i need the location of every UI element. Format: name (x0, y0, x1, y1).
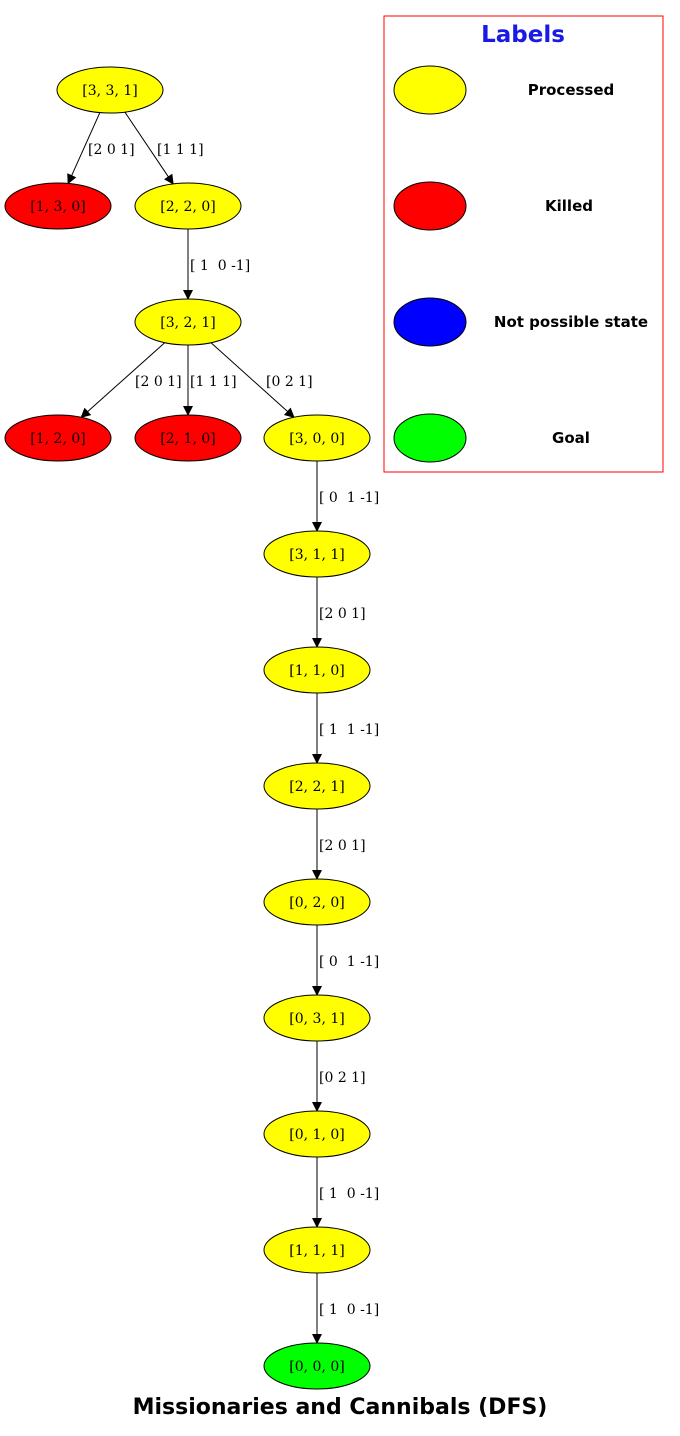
legend-swatch-goal (393, 413, 467, 463)
edge-arrow-n4-n5 (80, 342, 166, 418)
legend-label-processed: Processed (528, 81, 615, 99)
state-node-shape (134, 298, 242, 346)
legend-box: Labels Processed Killed Not possible sta… (383, 15, 664, 473)
legend-swatch-processed (393, 65, 467, 115)
edge-label-n12-n13: [0 2 1] (319, 1070, 366, 1086)
state-node-label: [3, 2, 1] (160, 315, 215, 331)
legend-label-goal: Goal (552, 429, 590, 447)
legend-swatch-not-possible (393, 297, 467, 347)
state-node-label: [3, 0, 0] (289, 431, 344, 447)
state-node-label: [1, 3, 0] (30, 199, 85, 215)
state-node-processed: [3, 1, 1] (263, 530, 371, 578)
state-node-shape (134, 182, 242, 230)
state-node-label: [2, 1, 0] (160, 431, 215, 447)
edge-label-n13-n14: [ 1 0 -1] (319, 1186, 379, 1202)
state-node-killed: [1, 2, 0] (4, 414, 112, 462)
edges-layer: [2 0 1] [1 1 1] [ 1 0 -1] [2 0 1] [1 1 1] [0 … (67, 111, 379, 1344)
state-node-processed: [3, 2, 1] (134, 298, 242, 346)
state-node-killed: [1, 3, 0] (4, 182, 112, 230)
state-node-shape (263, 1110, 371, 1158)
state-node-shape (263, 762, 371, 810)
edge-arrow-n1-n3 (124, 111, 174, 185)
edge-arrow-n4-n7 (210, 342, 295, 418)
state-node-processed: [0, 1, 0] (263, 1110, 371, 1158)
state-node-processed: [0, 3, 1] (263, 994, 371, 1042)
edge-label-n11-n12: [ 0 1 -1] (319, 954, 379, 970)
edge-label-n1-n3: [1 1 1] (157, 142, 204, 158)
state-node-label: [2, 2, 0] (160, 199, 215, 215)
state-node-shape (263, 646, 371, 694)
state-node-label: [1, 1, 0] (289, 663, 344, 679)
state-node-label: [1, 1, 1] (289, 1243, 344, 1259)
state-node-shape (263, 1342, 371, 1390)
edge-label-n4-n5: [2 0 1] (135, 374, 182, 390)
state-node-goal: [0, 0, 0] (263, 1342, 371, 1390)
nodes-layer: [3, 3, 1] [1, 3, 0] [2, 2, 0] [3, 2, 1] [1, … (4, 66, 371, 1390)
state-node-label: [0, 1, 0] (289, 1127, 344, 1143)
edge-label-n4-n7: [0 2 1] (266, 374, 313, 390)
state-node-processed: [1, 1, 0] (263, 646, 371, 694)
state-node-processed: [1, 1, 1] (263, 1226, 371, 1274)
state-node-processed: [3, 3, 1] (56, 66, 164, 114)
state-node-shape (4, 414, 112, 462)
state-node-label: [3, 3, 1] (82, 83, 137, 99)
state-node-processed: [2, 2, 1] (263, 762, 371, 810)
edge-label-n4-n6: [1 1 1] (190, 374, 237, 390)
legend-title: Labels (481, 22, 565, 48)
edge-label-n1-n2: [2 0 1] (88, 142, 135, 158)
state-node-shape (263, 994, 371, 1042)
edge-label-n8-n9: [2 0 1] (319, 606, 366, 622)
edge-label-n10-n11: [2 0 1] (319, 838, 366, 854)
edge-label-n7-n8: [ 0 1 -1] (319, 490, 379, 506)
legend-swatch-killed (393, 181, 467, 231)
legend-label-killed: Killed (545, 197, 593, 215)
state-node-shape (56, 66, 164, 114)
edge-label-n3-n4: [ 1 0 -1] (190, 258, 250, 274)
edge-arrow-n1-n2 (67, 112, 101, 185)
state-node-label: [0, 2, 0] (289, 895, 344, 911)
state-node-shape (134, 414, 242, 462)
state-node-label: [0, 3, 1] (289, 1011, 344, 1027)
state-node-label: [3, 1, 1] (289, 547, 344, 563)
state-node-shape (263, 530, 371, 578)
diagram-title: Missionaries and Cannibals (DFS) (133, 1395, 548, 1420)
state-node-processed: [0, 2, 0] (263, 878, 371, 926)
legend-label-not-possible: Not possible state (494, 313, 648, 331)
state-node-shape (4, 182, 112, 230)
state-node-killed: [2, 1, 0] (134, 414, 242, 462)
state-node-label: [1, 2, 0] (30, 431, 85, 447)
state-node-label: [2, 2, 1] (289, 779, 344, 795)
edge-label-n14-n15: [ 1 0 -1] (319, 1302, 379, 1318)
edge-label-n9-n10: [ 1 1 -1] (319, 722, 379, 738)
state-node-shape (263, 1226, 371, 1274)
state-node-label: [0, 0, 0] (289, 1359, 344, 1375)
state-node-processed: [3, 0, 0] (263, 414, 371, 462)
state-node-processed: [2, 2, 0] (134, 182, 242, 230)
state-node-shape (263, 878, 371, 926)
state-node-shape (263, 414, 371, 462)
